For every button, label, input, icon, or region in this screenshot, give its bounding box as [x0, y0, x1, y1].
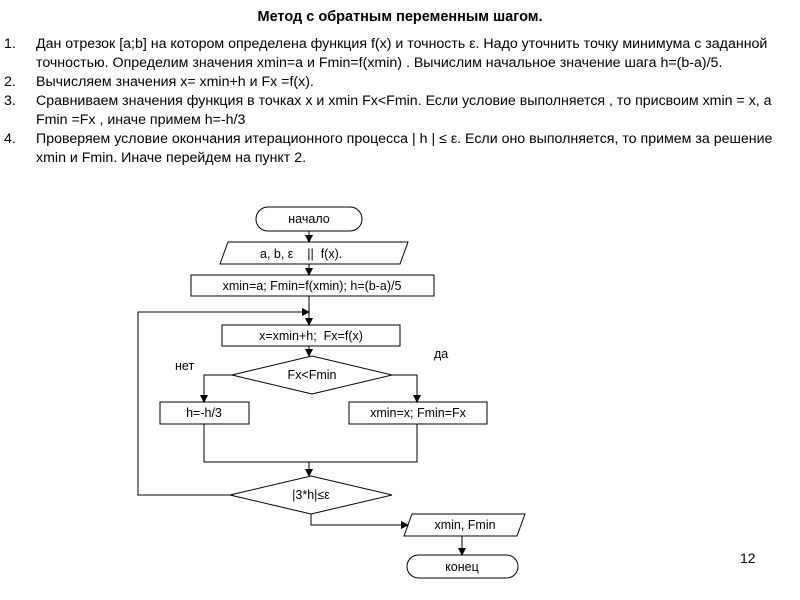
step-text: Проверяем условие окончания итерационног… — [36, 131, 773, 166]
init-label: xmin=a; Fmin=f(xmin); h=(b-a)/5 — [223, 279, 402, 293]
step-number: 3. — [4, 93, 16, 109]
step-text: Сравниваем значения функция в точках x и… — [36, 93, 772, 128]
check-diamond — [229, 475, 393, 515]
connector-loop-back — [137, 308, 310, 496]
step-number: 1. — [4, 36, 16, 52]
step-item: 3. Сравниваем значения функция в точках x… — [4, 92, 796, 130]
connector-yes — [392, 374, 421, 403]
connector-yes-merge — [309, 424, 418, 463]
step-text: Дан отрезок [a;b] на котором определена … — [36, 36, 768, 71]
connector-no-merge — [203, 424, 309, 463]
start-label: начало — [288, 212, 329, 226]
end-label: конец — [445, 560, 479, 574]
yes-label: да — [434, 347, 448, 361]
input-parallelogram — [219, 241, 409, 265]
check-label: |3*h|≤ε — [292, 488, 330, 502]
algorithm-steps: 1. Дан отрезок [a;b] на котором определен… — [4, 35, 796, 168]
condition-label: Fx<Fmin — [288, 368, 337, 382]
output-label: xmin, Fmin — [434, 518, 495, 532]
yes-branch-label: xmin=x; Fmin=Fx — [370, 406, 467, 420]
step-item: 1. Дан отрезок [a;b] на котором определен… — [4, 35, 796, 73]
page-title: Метод с обратным переменным шагом. — [257, 9, 543, 25]
connector-no — [200, 374, 232, 403]
step-number: 2. — [4, 74, 16, 90]
connector-check-output — [310, 514, 409, 529]
step-text: Вычисляем значения x= xmin+h и Fx =f(x). — [36, 74, 314, 90]
input-label: a, b, ε || f(x). — [260, 247, 342, 261]
step-item: 2. Вычисляем значения x= xmin+h и Fx =f(x… — [4, 73, 796, 92]
no-branch-label: h=-h/3 — [186, 406, 222, 420]
step-item: 4. Проверяем условие окончания итерационн… — [4, 130, 796, 168]
step-number: 4. — [4, 131, 16, 147]
compute-label: x=xmin+h; Fx=f(x) — [259, 329, 363, 343]
page-number: 12 — [740, 550, 756, 566]
no-label: нет — [175, 359, 194, 373]
